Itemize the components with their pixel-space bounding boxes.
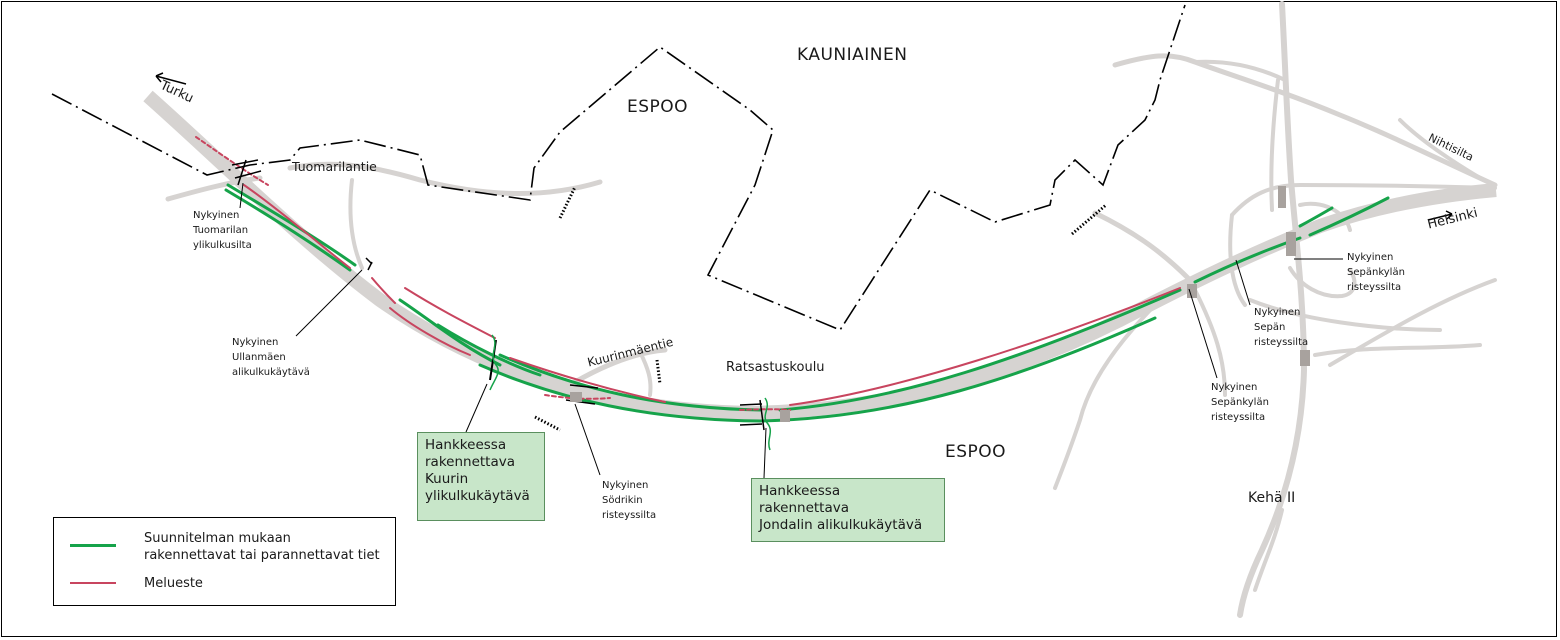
municipal-boundary (51, 4, 1186, 331)
structure-sepankyla-east: Nykyinen Sepänkylän risteyssilta (1347, 252, 1405, 293)
place-keha-ii: Kehä II (1248, 490, 1296, 506)
legend-planned-swatch (70, 544, 116, 547)
place-kauniainen: KAUNIAINEN (797, 45, 908, 65)
callout-jondal: Hankkeessa rakennettava Jondalin alikulk… (751, 478, 945, 542)
road-tuomarilantie: Tuomarilantie (292, 159, 377, 174)
motorway-corridor (143, 90, 1497, 421)
new-crossings (489, 334, 772, 451)
turku-arrow-icon (155, 72, 187, 85)
existing-bridges (570, 186, 1310, 422)
legend-noise-swatch (70, 582, 116, 584)
place-ratsastuskoulu: Ratsastuskoulu (726, 360, 825, 375)
noise-barriers (195, 136, 1181, 411)
structure-sepan: Nykyinen Sepän risteyssilta (1254, 307, 1309, 348)
structure-tuomarila: Nykyinen Tuomarilan ylikulkusilta (193, 210, 252, 251)
existing-roads (165, 1, 1498, 618)
callout-kuuri: Hankkeessa rakennettava Kuurin ylikulkuk… (417, 432, 545, 521)
place-espoo-north: ESPOO (627, 97, 689, 117)
helsinki-arrow-icon (1427, 210, 1453, 221)
legend-noise-label: Melueste (144, 576, 203, 591)
structure-sepankyla-west: Nykyinen Sepänkylän risteyssilta (1211, 382, 1269, 423)
legend-planned-label: Suunnitelman mukaan rakennettavat tai pa… (144, 531, 380, 563)
structure-sodrik: Nykyinen Södrikin risteyssilta (602, 480, 657, 521)
structure-ullanmaki: Nykyinen Ullanmäen alikulkukäytävä (232, 337, 310, 378)
direction-arrows (155, 72, 1453, 221)
leader-lines (239, 182, 1343, 479)
place-espoo-south: ESPOO (945, 442, 1007, 462)
legend: Suunnitelman mukaan rakennettavat tai pa… (53, 517, 396, 606)
